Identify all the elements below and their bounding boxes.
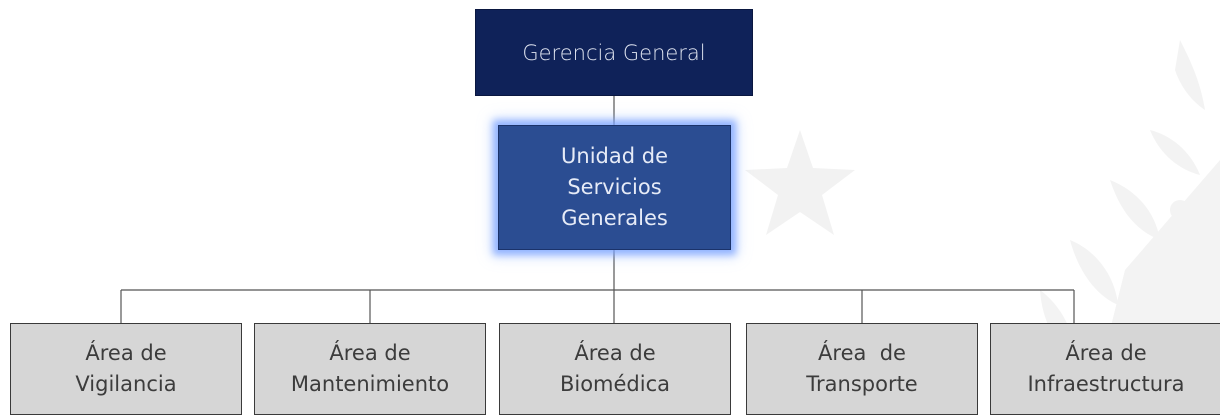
area-label-line-1: Área de	[818, 341, 906, 365]
area-vigilancia-node: Área de Vigilancia	[10, 323, 242, 415]
area-label-line-2: Transporte	[806, 372, 918, 396]
unit-label-line-2: Servicios	[567, 175, 662, 199]
area-label-line-1: Área de	[1065, 341, 1147, 365]
area-infraestructura-node: Área de Infraestructura	[990, 323, 1220, 415]
unidad-servicios-generales-node: Unidad de Servicios Generales	[498, 125, 731, 250]
gerencia-general-label: Gerencia General	[522, 40, 706, 65]
area-label-line-2: Biomédica	[559, 372, 671, 396]
unit-label-line-1: Unidad de	[561, 144, 668, 168]
area-biomedica-node: Área de Biomédica	[499, 323, 731, 415]
area-label-line-1: Área de	[574, 341, 656, 365]
area-label-line-2: Infraestructura	[1027, 372, 1185, 396]
star-watermark-icon	[745, 130, 855, 235]
area-label-line-1: Área de	[85, 341, 167, 365]
gerencia-general-node: Gerencia General	[475, 9, 753, 96]
area-label-line-2: Vigilancia	[75, 372, 177, 396]
area-label-line-2: Mantenimiento	[290, 372, 450, 396]
area-transporte-node: Área de Transporte	[746, 323, 978, 415]
area-label-line-1: Área de	[329, 341, 411, 365]
unit-label-line-3: Generales	[561, 206, 668, 230]
area-mantenimiento-node: Área de Mantenimiento	[254, 323, 486, 415]
